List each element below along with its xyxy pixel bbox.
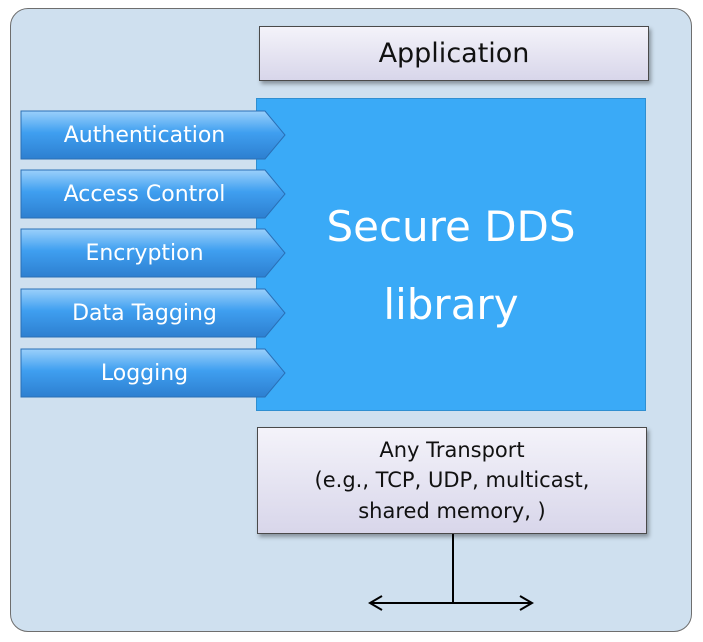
- plugin-arrow-shape: [20, 110, 286, 160]
- plugin-label: Logging: [100, 360, 189, 386]
- plugin-access-control: Access Control: [20, 169, 286, 219]
- plugin-encryption: Encryption: [20, 228, 286, 278]
- plugin-label: Authentication: [63, 122, 226, 148]
- plugin-arrow-shape: [20, 348, 286, 398]
- plugin-arrow-shape: [20, 288, 286, 338]
- plugin-logging: Logging: [20, 348, 286, 398]
- secure-dds-library-box: [256, 98, 646, 411]
- plugin-label: Access Control: [63, 181, 226, 207]
- plugin-arrow-shape: [20, 228, 286, 278]
- application-box: Application: [259, 26, 649, 81]
- plugin-arrow-shape: [20, 169, 286, 219]
- plugin-label: Data Tagging: [72, 300, 217, 326]
- plugin-authentication: Authentication: [20, 110, 286, 160]
- transport-box: Any Transport (e.g., TCP, UDP, multicast…: [257, 427, 647, 534]
- plugin-data-tagging: Data Tagging: [20, 288, 286, 338]
- secure-dds-library-label: Secure DDS library: [326, 202, 576, 329]
- application-label: Application: [378, 38, 530, 69]
- plugin-label: Encryption: [85, 240, 204, 266]
- transport-label: Any Transport (e.g., TCP, UDP, multicast…: [314, 437, 590, 523]
